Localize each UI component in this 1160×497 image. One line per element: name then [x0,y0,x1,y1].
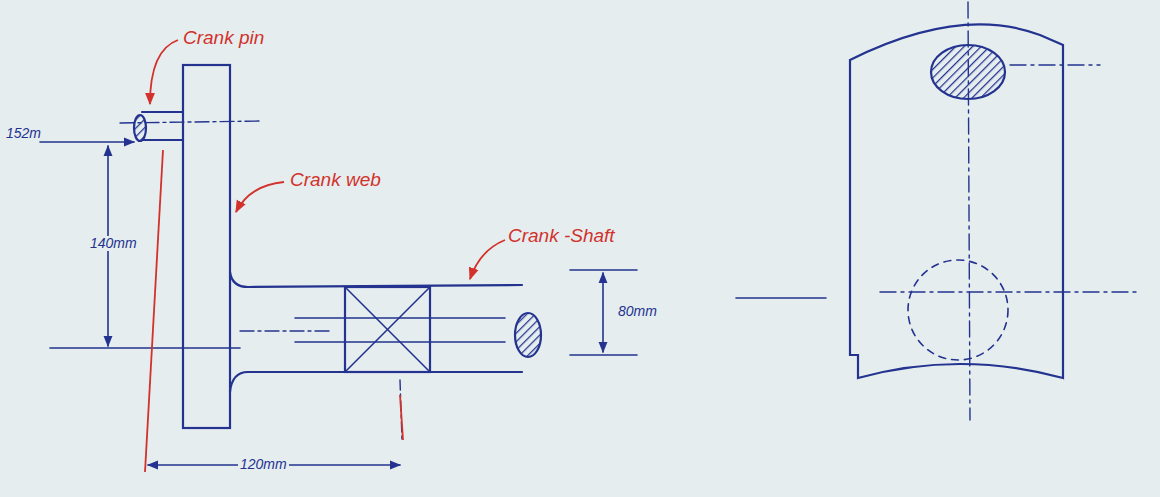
dimension-label: 140mm [88,236,139,251]
part-label: Crank pin [183,28,264,49]
end-view [850,2,1140,420]
dimension-label: 80mm [616,304,659,319]
dimension-lines [40,142,826,465]
crank-web [183,65,230,428]
part-label: Crank -Shaft [508,226,615,247]
part-label: Crank web [290,170,381,191]
red-marks [145,40,505,472]
dimension-label: 120mm [238,457,289,472]
dimension-label: 152m [4,126,43,141]
crank-pin [120,112,262,141]
crank-shaft [230,272,541,440]
